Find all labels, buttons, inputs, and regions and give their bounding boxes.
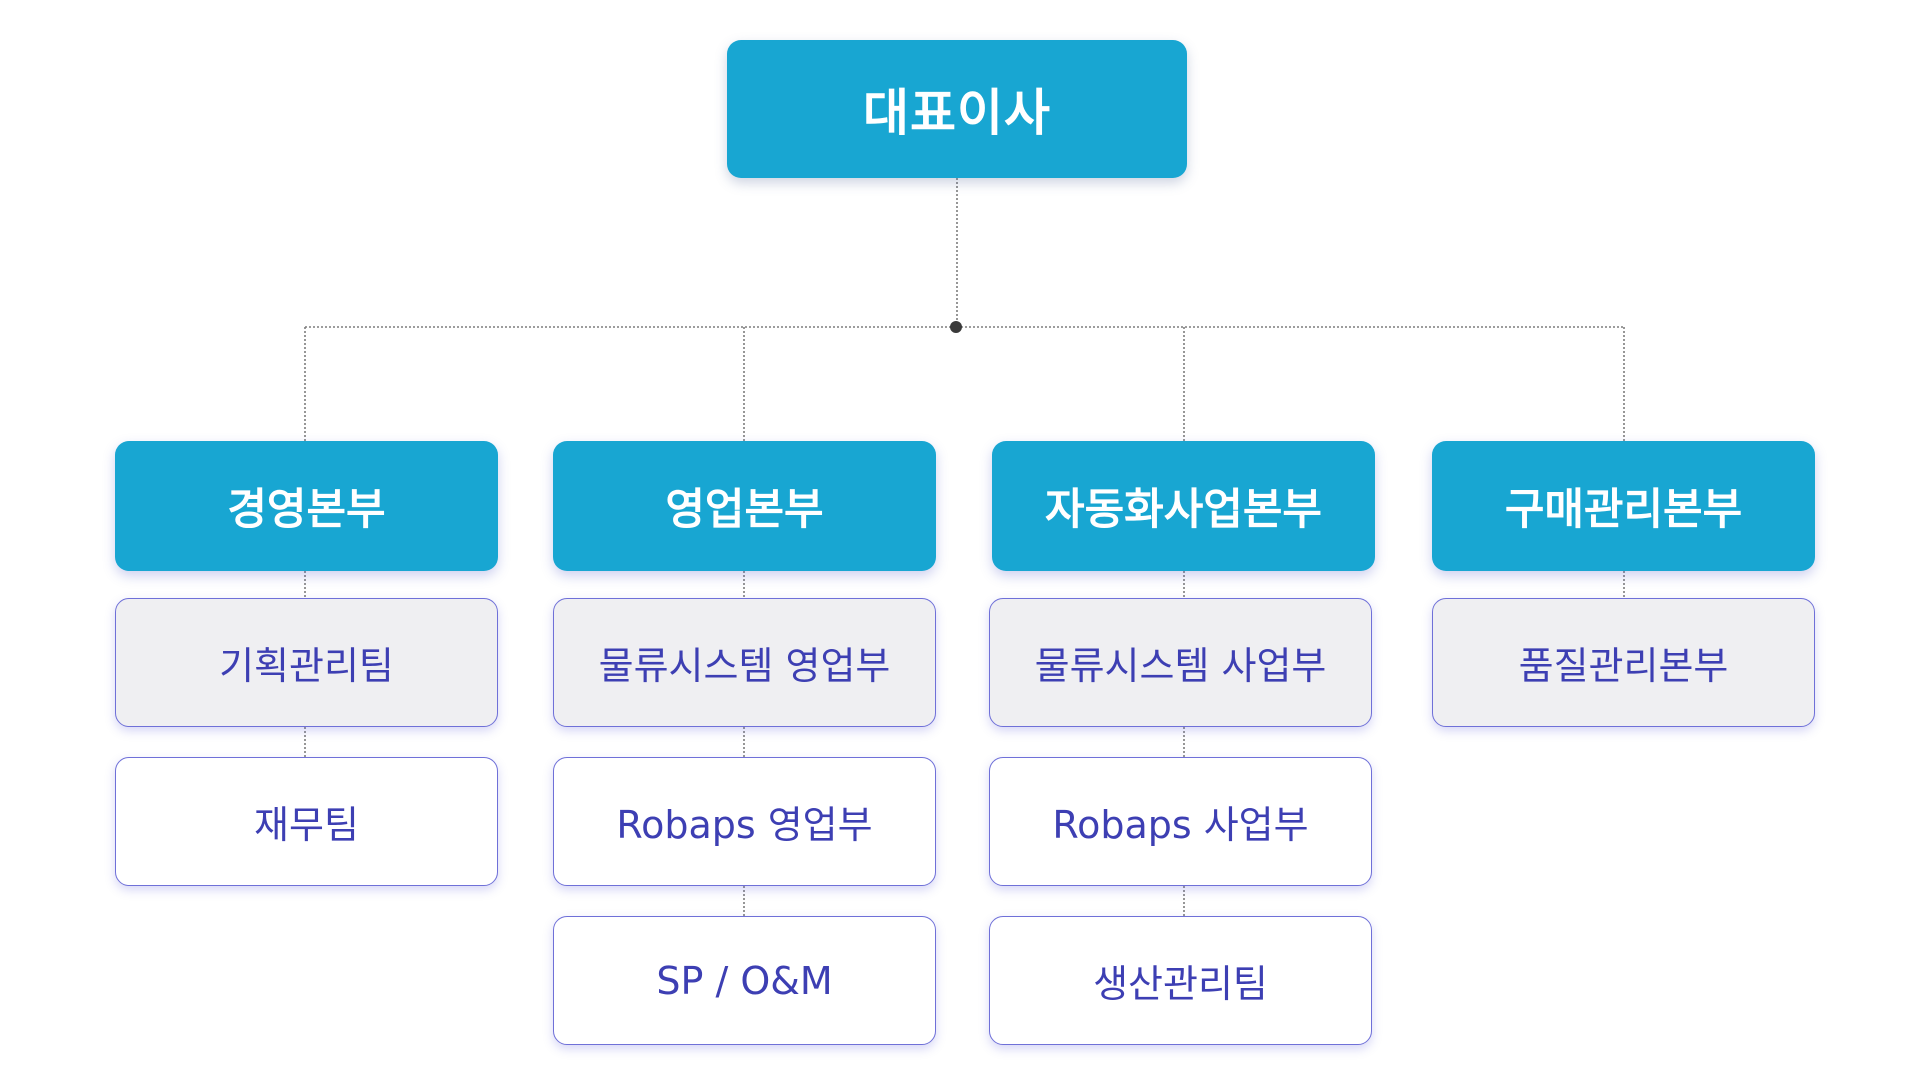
team-label: 기획관리팀 xyxy=(219,644,394,688)
team-label: Robaps 영업부 xyxy=(616,803,873,847)
team-label: 재무팀 xyxy=(254,803,359,847)
division-box-sales: 영업본부 xyxy=(553,441,936,571)
division-box-automation: 자동화사업본부 xyxy=(992,441,1375,571)
team-box: 물류시스템 영업부 xyxy=(553,598,936,727)
team-label: SP / O&M xyxy=(656,958,833,1003)
team-label: 물류시스템 영업부 xyxy=(598,644,891,688)
ceo-box: 대표이사 xyxy=(727,40,1187,178)
division-label: 자동화사업본부 xyxy=(1045,485,1322,535)
team-box: SP / O&M xyxy=(553,916,936,1045)
team-box: 재무팀 xyxy=(115,757,498,886)
team-box: Robaps 사업부 xyxy=(989,757,1372,886)
team-box: 기획관리팀 xyxy=(115,598,498,727)
team-box: Robaps 영업부 xyxy=(553,757,936,886)
division-box-management: 경영본부 xyxy=(115,441,498,571)
team-box: 물류시스템 사업부 xyxy=(989,598,1372,727)
division-label: 경영본부 xyxy=(227,485,386,535)
ceo-label: 대표이사 xyxy=(863,84,1051,142)
junction-dot xyxy=(950,321,962,333)
team-label: 생산관리팀 xyxy=(1093,962,1268,1006)
team-label: 물류시스템 사업부 xyxy=(1034,644,1327,688)
division-label: 영업본부 xyxy=(665,485,824,535)
division-box-procurement: 구매관리본부 xyxy=(1432,441,1815,571)
division-label: 구매관리본부 xyxy=(1504,485,1743,535)
team-box: 품질관리본부 xyxy=(1432,598,1815,727)
team-label: 품질관리본부 xyxy=(1518,644,1729,688)
team-box: 생산관리팀 xyxy=(989,916,1372,1045)
team-label: Robaps 사업부 xyxy=(1052,803,1309,847)
